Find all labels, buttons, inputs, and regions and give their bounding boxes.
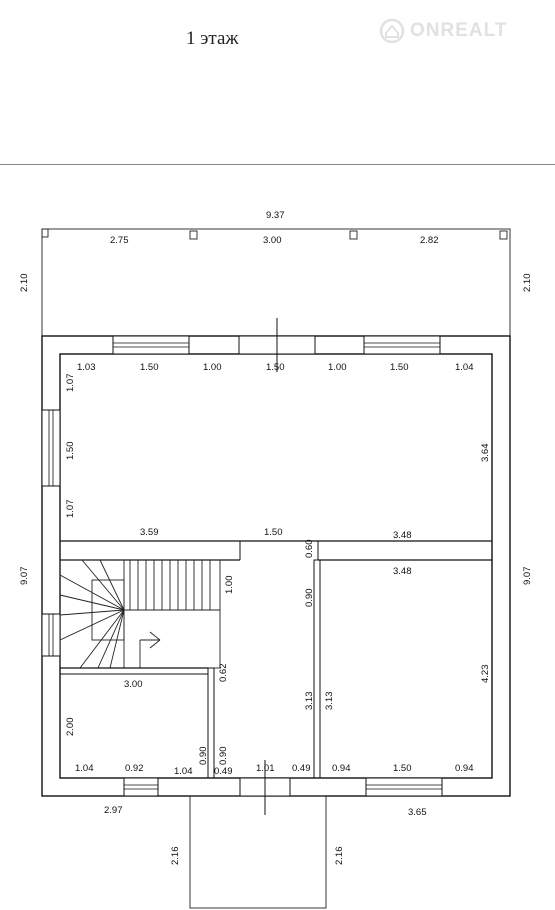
dim-bottom-outer-right: 3.65 [408,807,427,818]
dim-living-left-lower: 1.07 [65,500,76,519]
dim-living-left-upper: 1.07 [65,374,76,393]
logo-text: ONREALT [410,20,508,41]
dim-overall-height-right: 9.07 [522,567,533,586]
top-wall-openings [112,318,441,372]
bottom-wall-openings [123,760,443,815]
dim-terrace-left: 2.75 [110,235,129,246]
dim-top-6: 1.50 [390,362,409,373]
floor-title: 1 этаж [186,28,239,49]
dim-bottom-6: 0.49 [292,763,311,774]
dim-right-room-height: 4.23 [480,665,491,684]
dim-bottom-5: 1.01 [256,763,275,774]
dim-living-bottom-left: 3.59 [140,527,159,538]
outer-walls [41,335,511,797]
dim-top-2: 1.50 [140,362,159,373]
dim-corridor-lower-right: 0.90 [218,747,229,766]
dim-bottom-9: 0.94 [455,763,474,774]
dim-porch-right: 2.16 [334,847,345,866]
dim-top-4: 1.50 [266,362,285,373]
dim-corridor-lower: 0.62 [218,664,229,683]
left-wall-windows [41,409,61,657]
dim-living-left-window: 1.50 [65,442,76,461]
dim-right-room-top: 3.48 [393,566,412,577]
dim-corridor-length-right: 3.13 [324,692,335,711]
house-icon [379,18,405,44]
dim-corridor-length-left: 3.13 [304,692,315,711]
dim-terrace-right: 2.82 [420,235,439,246]
dim-terrace-depth-right: 2.10 [522,274,533,293]
onrealt-logo: ONREALT [378,18,507,44]
dim-living-right-height: 3.64 [480,444,491,463]
dim-top-1: 1.03 [77,362,96,373]
dim-bottom-8: 1.50 [393,763,412,774]
dim-bottom-7: 0.94 [332,763,351,774]
dim-left-room-top: 3.00 [124,679,143,690]
staircase [59,559,221,669]
dimension-labels: 9.37 2.75 3.00 2.82 2.10 2.10 1.03 1.50 … [19,210,533,865]
dim-corridor-height-top: 0.90 [304,589,315,608]
dim-porch-left: 2.16 [170,847,181,866]
dim-bottom-3: 1.04 [174,766,193,777]
header-divider [0,164,555,165]
dim-bottom-2: 0.92 [125,763,144,774]
dim-terrace-depth-left: 2.10 [19,274,30,293]
dim-overall-width: 9.37 [266,210,285,221]
dim-terrace-mid: 3.00 [263,235,282,246]
dim-top-7: 1.04 [455,362,474,373]
dim-living-bottom-right: 3.48 [393,530,412,541]
dim-overall-height-left: 9.07 [19,567,30,586]
dim-living-bottom-door: 1.50 [264,527,283,538]
dim-stair-width: 1.00 [224,576,235,595]
dim-top-3: 1.00 [203,362,222,373]
internal-partitions [60,559,321,779]
dim-top-5: 1.00 [328,362,347,373]
dim-bottom-1: 1.04 [75,763,94,774]
dim-corridor-lower-left: 0.90 [198,747,209,766]
internal-wall-horizontal [60,540,492,561]
dim-bottom-4: 0.49 [214,766,233,777]
dim-left-room-height: 2.00 [65,718,76,737]
porch [189,795,327,909]
dim-bottom-outer-left: 2.97 [104,805,123,816]
dim-corridor-width: 0.60 [304,540,315,559]
